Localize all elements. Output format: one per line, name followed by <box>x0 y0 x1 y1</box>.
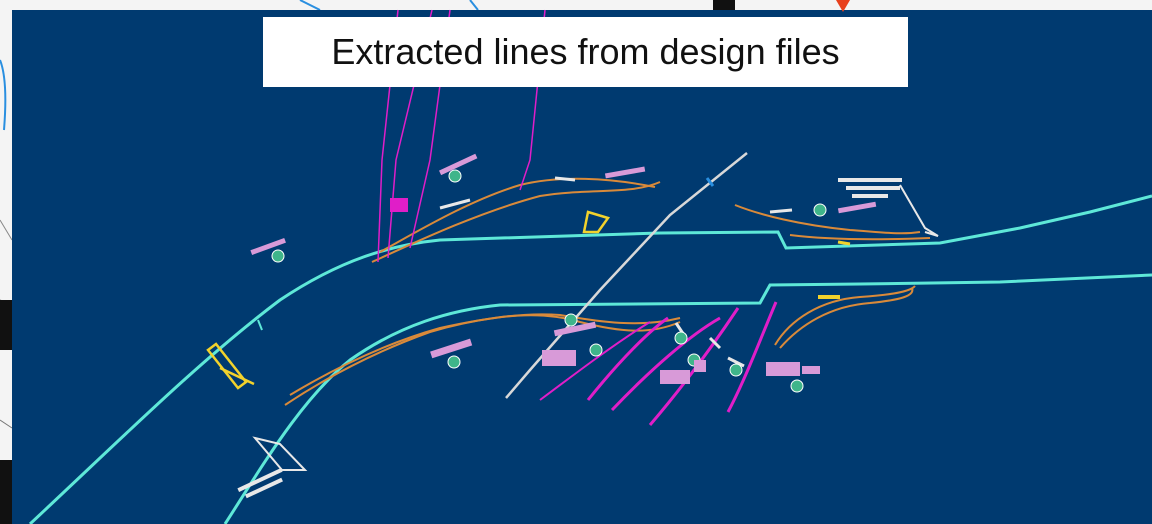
blue-tick <box>705 177 715 187</box>
tree-symbols <box>271 169 827 393</box>
contour-lines <box>284 177 931 406</box>
structures <box>206 210 851 390</box>
title-label: Extracted lines from design files <box>263 17 908 87</box>
red-marker <box>836 0 850 12</box>
title-text: Extracted lines from design files <box>331 31 840 72</box>
callout-leaders <box>252 176 939 471</box>
roadway-edge-lines <box>28 194 1152 524</box>
drawing-panel <box>12 10 1152 524</box>
annotation-blocks <box>237 153 902 499</box>
centerline <box>505 152 748 399</box>
